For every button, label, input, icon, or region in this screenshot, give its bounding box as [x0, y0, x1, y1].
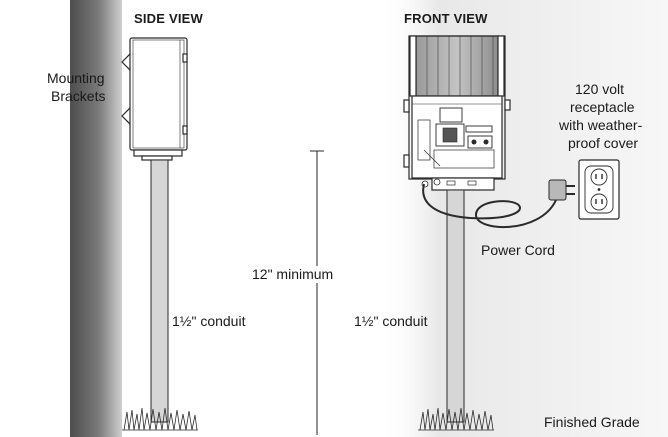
power-cord-label: Power Cord [481, 242, 555, 258]
front-conduit [446, 189, 465, 423]
front-view-title: FRONT VIEW [404, 11, 488, 26]
front-view-transformer [403, 35, 511, 191]
receptacle-label-line1: 120 volt [575, 81, 625, 97]
plug-icon [548, 179, 575, 201]
receptacle-label-line3: with weather- [559, 117, 643, 133]
mounting-brackets-label-line2: Brackets [51, 88, 106, 104]
outlet-icon [578, 159, 620, 220]
minimum-dimension [310, 150, 324, 435]
side-view-title: SIDE VIEW [134, 11, 203, 26]
receptacle-label-line4: proof cover [568, 135, 639, 151]
receptacle-label-line2: receptacle [570, 99, 635, 115]
mounting-brackets-label-line1: Mounting [47, 70, 105, 86]
side-wall [70, 0, 122, 437]
power-cord [422, 183, 557, 229]
side-conduit [150, 159, 169, 423]
side-grass [122, 407, 198, 431]
side-conduit-label: 1½" conduit [172, 313, 246, 329]
finished-grade-label: Finished Grade [544, 414, 640, 430]
minimum-dimension-label: 12" minimum [250, 266, 336, 283]
front-conduit-label: 1½" conduit [354, 313, 428, 329]
side-view-transformer [121, 37, 188, 161]
front-grass [418, 407, 494, 431]
